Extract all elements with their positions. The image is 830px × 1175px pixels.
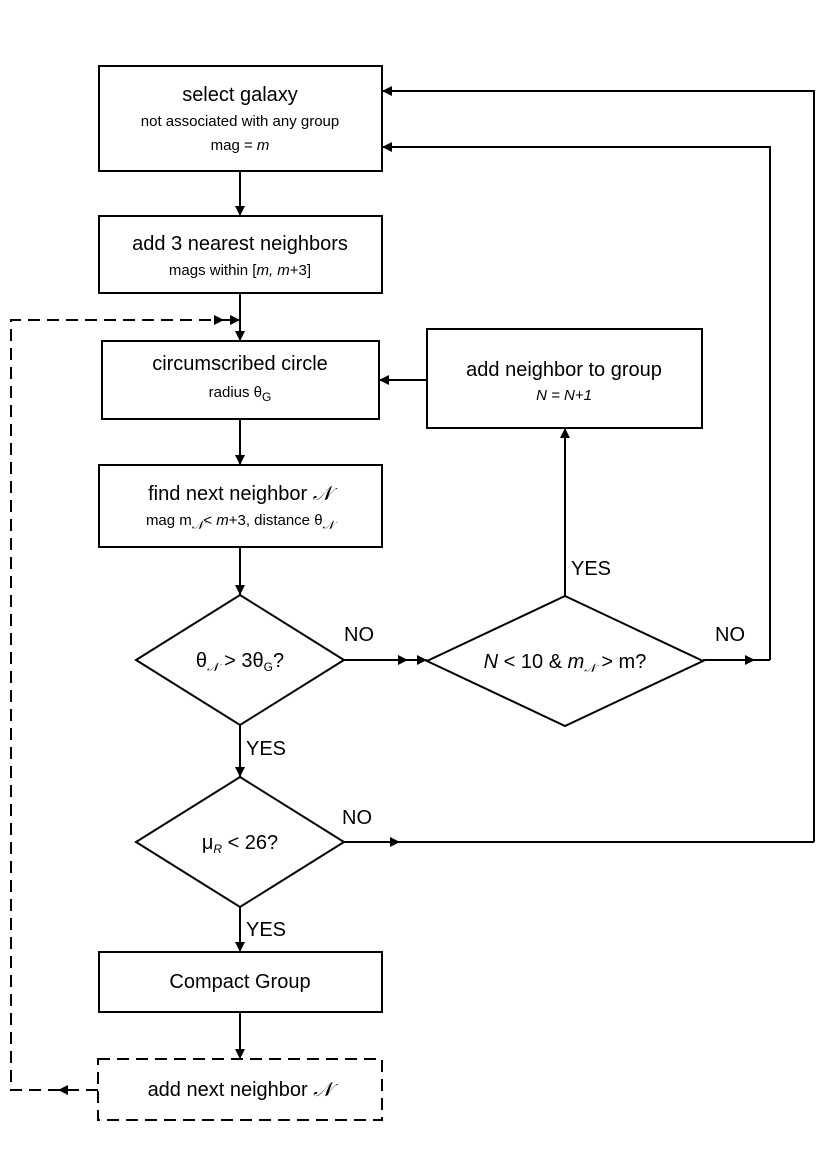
circumscribed-circle-radius: radius θG bbox=[209, 384, 272, 404]
node-add-next-neighbor: add next neighbor 𝒩 bbox=[97, 1058, 383, 1121]
label-d1-yes: YES bbox=[246, 738, 286, 760]
node-find-next-neighbor: find next neighbor 𝒩 mag m𝒩< m+3, distan… bbox=[98, 464, 383, 548]
label-d2-yes: YES bbox=[571, 558, 611, 580]
decision-n-label: N < 10 & m𝒩 > m? bbox=[484, 651, 647, 675]
label-d3-yes: YES bbox=[246, 919, 286, 941]
node-select-galaxy: select galaxy not associated with any gr… bbox=[98, 65, 383, 172]
node-circumscribed-circle: circumscribed circle radius θG bbox=[101, 340, 380, 420]
decision-mu-label: μR < 26? bbox=[202, 832, 278, 856]
label-d3-no: NO bbox=[342, 807, 372, 829]
find-next-neighbor-title: find next neighbor 𝒩 bbox=[148, 481, 338, 505]
node-add-3-neighbors: add 3 nearest neighbors mags within [m, … bbox=[98, 215, 383, 294]
decision-theta: θ𝒩 > 3θG? bbox=[134, 593, 346, 727]
select-galaxy-subtitle: not associated with any group bbox=[141, 113, 339, 130]
circumscribed-circle-title: circumscribed circle bbox=[152, 353, 328, 375]
edge-no-to-select-top bbox=[382, 86, 815, 842]
node-compact-group: Compact Group bbox=[98, 951, 383, 1013]
edges bbox=[10, 86, 815, 1091]
label-d1-no: NO bbox=[344, 624, 374, 646]
node-add-neighbor-to-group: add neighbor to group N = N+1 bbox=[426, 328, 703, 429]
add-neighbor-counter: N = N+1 bbox=[536, 387, 592, 404]
add-3-neighbors-mags: mags within [m, m+3] bbox=[169, 262, 311, 279]
compact-group-label: Compact Group bbox=[169, 971, 310, 993]
select-galaxy-title: select galaxy bbox=[182, 84, 298, 106]
add-neighbor-title: add neighbor to group bbox=[466, 359, 662, 381]
find-next-neighbor-criteria: mag m𝒩< m+3, distance θ𝒩 bbox=[146, 512, 338, 532]
label-d2-no: NO bbox=[715, 624, 745, 646]
edge-no-back-to-select bbox=[382, 142, 771, 660]
decision-mu-r: μR < 26? bbox=[134, 775, 346, 909]
select-galaxy-mag: mag = m bbox=[211, 137, 270, 154]
add-next-neighbor-label: add next neighbor 𝒩 bbox=[148, 1077, 339, 1101]
edge-addnext-loop bbox=[10, 315, 240, 1091]
edge-midline-arrows bbox=[58, 315, 755, 1095]
decision-theta-label: θ𝒩 > 3θG? bbox=[196, 650, 284, 674]
add-3-neighbors-title: add 3 nearest neighbors bbox=[132, 233, 348, 255]
decision-n-less-10: N < 10 & m𝒩 > m? bbox=[424, 594, 706, 728]
